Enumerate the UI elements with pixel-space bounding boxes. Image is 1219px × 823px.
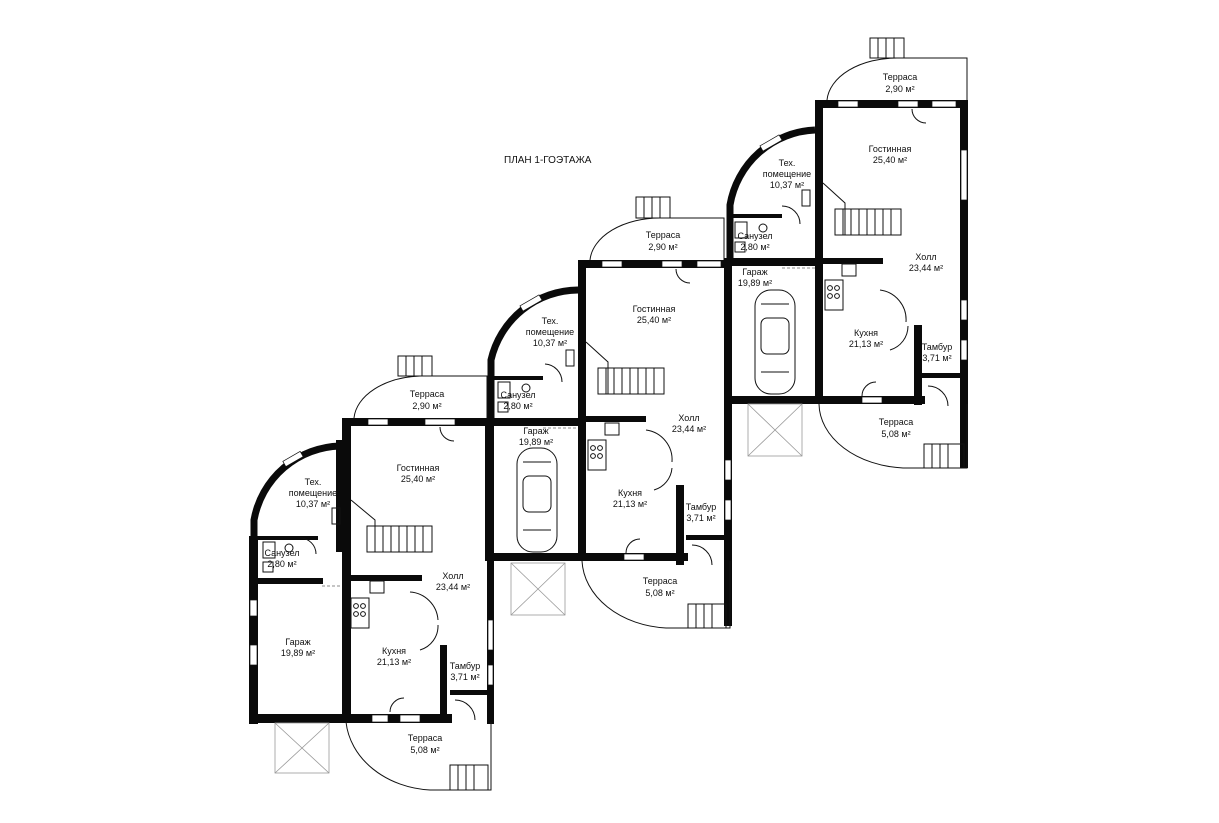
unit-3-tech-name2: помещение <box>763 169 811 179</box>
unit-1-stair <box>350 499 433 553</box>
unit-2-kitchen-name: Кухня <box>618 488 642 498</box>
unit-3-car <box>754 289 796 395</box>
unit-2-hall-area: 23,44 м² <box>672 424 706 434</box>
unit-1-vestibule-area: 3,71 м² <box>450 672 479 682</box>
unit-3-tech-area: 10,37 м² <box>770 180 804 190</box>
unit-2-garage-name: Гараж <box>523 426 548 436</box>
unit-3-terrace-bottom <box>818 403 968 469</box>
unit-1-terrace-bottom-name: Терраса <box>408 733 443 743</box>
unit-1-doors <box>299 426 476 721</box>
unit-3-doors <box>781 108 949 407</box>
plan-title: ПЛАН 1-ГОЭТАЖА <box>504 155 592 166</box>
unit-2-vestibule-name: Тамбур <box>686 502 717 512</box>
unit-2-living-area: 25,40 м² <box>637 315 671 325</box>
unit-3-bath-area: 2,80 м² <box>740 242 769 252</box>
unit-2-terrace-top-name: Терраса <box>646 230 681 240</box>
unit-2-fixtures <box>497 349 620 471</box>
unit-2-kitchen-area: 21,13 м² <box>613 499 647 509</box>
unit-3-labels: Терраса 2,90 м² Тех. помещение 10,37 м² … <box>737 72 952 439</box>
unit-1-vestibule-name: Тамбур <box>450 661 481 671</box>
unit-1-windows <box>249 418 494 723</box>
unit-1-tech-area: 10,37 м² <box>296 499 330 509</box>
unit-3-terrace-top <box>826 37 968 101</box>
unit-1-terrace-bottom <box>345 721 492 791</box>
unit-3-hall-name: Холл <box>915 252 936 262</box>
unit-3-living-name: Гостинная <box>869 144 912 154</box>
unit-3-vestibule-name: Тамбур <box>922 342 953 352</box>
unit-1-fixtures <box>262 507 385 629</box>
unit-3-bath-name: Санузел <box>737 231 772 241</box>
unit-1-kitchen-name: Кухня <box>382 646 406 656</box>
unit-2-terrace-bottom-name: Терраса <box>643 576 678 586</box>
unit-3-garage-area: 19,89 м² <box>738 278 772 288</box>
unit-3-terrace-bottom-area: 5,08 м² <box>881 429 910 439</box>
unit-1-labels: Терраса 2,90 м² Тех. помещение 10,37 м² … <box>264 389 480 755</box>
unit-1-terrace-top-name: Терраса <box>410 389 445 399</box>
unit-2-terrace-top-area: 2,90 м² <box>648 242 677 252</box>
unit-1-living-name: Гостинная <box>397 463 440 473</box>
unit-3-terrace-top-area: 2,90 м² <box>885 84 914 94</box>
unit-1-garage-area: 19,89 м² <box>281 648 315 658</box>
unit-2-vestibule-area: 3,71 м² <box>686 513 715 523</box>
unit-3-fixtures <box>734 189 857 311</box>
unit-2-tech-area: 10,37 м² <box>533 338 567 348</box>
unit-2-terrace-bottom <box>581 560 731 629</box>
unit-2-garage-area: 19,89 м² <box>519 437 553 447</box>
unit-1-kitchen-area: 21,13 м² <box>377 657 411 667</box>
unit-1-hall-area: 23,44 м² <box>436 582 470 592</box>
unit-3-terrace-bottom-name: Терраса <box>879 417 914 427</box>
unit-1: Терраса 2,90 м² Тех. помещение 10,37 м² … <box>249 355 494 791</box>
unit-3-kitchen-area: 21,13 м² <box>849 339 883 349</box>
unit-1-garage-name: Гараж <box>285 637 310 647</box>
unit-2-tech-name: Тех. <box>542 316 559 326</box>
unit-2-bath-area: 2,80 м² <box>503 401 532 411</box>
unit-1-terrace-top <box>353 355 488 419</box>
unit-1-tech-name2: помещение <box>289 488 337 498</box>
unit-2: Терраса 2,90 м² Тех. помещение 10,37 м² … <box>485 196 732 629</box>
unit-1-living-area: 25,40 м² <box>401 474 435 484</box>
unit-2-terrace-top <box>589 196 725 261</box>
unit-1-hall-name: Холл <box>442 571 463 581</box>
unit-3-carport <box>747 403 803 457</box>
unit-1-terrace-top-area: 2,90 м² <box>412 401 441 411</box>
unit-2-carport <box>510 562 566 616</box>
unit-2-terrace-bottom-area: 5,08 м² <box>645 588 674 598</box>
unit-2-stair <box>585 341 665 395</box>
unit-1-tech-name: Тех. <box>305 477 322 487</box>
unit-2-doors <box>543 268 713 566</box>
unit-3: Терраса 2,90 м² Тех. помещение 10,37 м² … <box>724 37 968 469</box>
unit-3-garage-name: Гараж <box>742 267 767 277</box>
unit-3-hall-area: 23,44 м² <box>909 263 943 273</box>
unit-1-carport <box>274 722 330 774</box>
unit-3-vestibule-area: 3,71 м² <box>922 353 951 363</box>
unit-1-terrace-bottom-area: 5,08 м² <box>410 745 439 755</box>
unit-2-windows <box>519 260 732 561</box>
unit-2-tech-name2: помещение <box>526 327 574 337</box>
unit-3-terrace-top-name: Терраса <box>883 72 918 82</box>
unit-3-stair <box>822 182 902 236</box>
unit-2-car <box>516 447 558 553</box>
unit-2-labels: Терраса 2,90 м² Тех. помещение 10,37 м² … <box>500 230 716 598</box>
unit-1-bath-area: 2,80 м² <box>267 559 296 569</box>
unit-2-hall-name: Холл <box>678 413 699 423</box>
unit-2-living-name: Гостинная <box>633 304 676 314</box>
unit-1-bath-name: Санузел <box>264 548 299 558</box>
unit-3-living-area: 25,40 м² <box>873 155 907 165</box>
unit-1-walls <box>249 418 494 724</box>
unit-3-kitchen-name: Кухня <box>854 328 878 338</box>
unit-3-windows <box>759 100 968 404</box>
unit-3-tech-name: Тех. <box>779 158 796 168</box>
unit-2-bath-name: Санузел <box>500 390 535 400</box>
